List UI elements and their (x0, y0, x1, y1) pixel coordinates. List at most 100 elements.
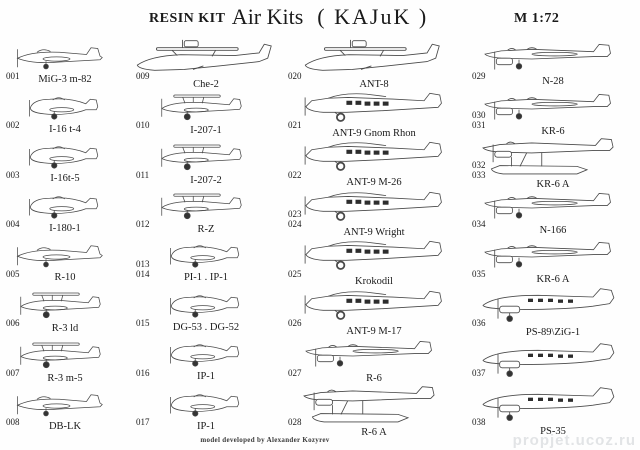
watermark-text: propjet.ucoz.ru (512, 432, 636, 449)
kit-name: KR-6 A (536, 274, 570, 286)
stubby-aircraft-drawing (165, 292, 248, 322)
kit-name: R-3 ld (51, 323, 79, 335)
page-title: Air Kits ( KAJuK ) (232, 4, 428, 30)
kit-name: PS-35 (540, 425, 566, 437)
kit-name: R-Z (197, 224, 215, 236)
twin-aircraft-drawing (480, 92, 626, 126)
biplane-aircraft-drawing (157, 92, 255, 125)
kit-name: Krokodil (355, 276, 393, 288)
kit-name: ANT-9 M-26 (346, 177, 402, 189)
kit-number: 001 (6, 70, 20, 81)
biplane-aircraft-drawing (157, 142, 255, 175)
transport-aircraft-drawing (300, 139, 449, 177)
kit-numbers: 025 (288, 269, 302, 279)
kit-number: 015 (136, 318, 150, 328)
kit-numbers: 034 (472, 219, 486, 229)
kit-name: R-6 A (361, 426, 387, 438)
kit-number: 023 (288, 209, 302, 219)
kit-number: 037 (472, 367, 486, 378)
kit-number: 003 (6, 169, 20, 180)
kit-name: R-3 m-5 (47, 372, 83, 384)
kit-name: KR-6 (541, 125, 565, 137)
kit-entry-005: 005 R-10 (0, 238, 130, 288)
kit-number: 012 (136, 219, 150, 229)
kit-numbers: 012 (136, 219, 150, 229)
page-title-main: Air Kits (231, 4, 304, 29)
kit-name: ANT-9 M-17 (346, 325, 402, 337)
kit-number: 009 (136, 70, 150, 81)
kit-number: 006 (6, 318, 20, 328)
kit-numbers: 037 (472, 368, 486, 378)
resin-kit-label: RESIN KIT (149, 11, 226, 26)
kit-name: PS-89\ZiG-1 (525, 326, 581, 338)
kit-numbers: 022 (288, 170, 302, 180)
kit-numbers: 020 (288, 71, 302, 81)
kit-numbers: 036 (472, 318, 486, 328)
transport-aircraft-drawing (300, 90, 449, 128)
twin-aircraft-drawing (480, 191, 626, 225)
kit-number: 002 (6, 120, 20, 130)
kit-numbers: 035 (472, 269, 486, 279)
kit-name: R-6 (366, 373, 382, 385)
kit-number: 033 (472, 169, 486, 180)
kit-entry-002: 002 I-16 t-4 (0, 90, 130, 140)
kit-name: R-10 (54, 272, 76, 284)
transport-aircraft-drawing (300, 189, 449, 227)
kit-name: ANT-8 (359, 79, 389, 91)
kit-name: N-28 (542, 76, 564, 88)
page-title-paren: ( KAJuK ) (317, 4, 429, 29)
kit-number: 021 (288, 120, 302, 130)
kit-numbers: 026 (288, 318, 302, 328)
kit-number: 014 (136, 268, 150, 279)
biplane-aircraft-drawing (16, 290, 114, 323)
stubby-aircraft-drawing (165, 242, 248, 272)
kit-number: 031 (472, 120, 486, 130)
kit-number: 032 (472, 159, 486, 170)
kit-name: IP-1 (196, 420, 216, 432)
kit-number: 020 (288, 70, 302, 81)
kit-number: 034 (472, 219, 486, 229)
kit-numbers: 001 (6, 71, 20, 81)
kit-numbers: 029 (472, 71, 486, 81)
kit-numbers: 021 (288, 120, 302, 130)
transport-aircraft-drawing (300, 238, 449, 276)
kit-number: 008 (6, 417, 20, 427)
kit-number: 013 (136, 258, 150, 269)
kit-number: 026 (288, 318, 302, 328)
kit-number: 025 (288, 268, 302, 279)
kit-number: 017 (136, 417, 150, 427)
kit-numbers: 009 (136, 71, 150, 81)
kit-name: ANT-9 Gnom Rhon (332, 127, 416, 139)
kit-name: MiG-3 m-82 (38, 74, 92, 86)
biplane-aircraft-drawing (157, 191, 255, 224)
kit-name: I-16 t-4 (49, 123, 81, 135)
flyingboat-aircraft-drawing (300, 39, 448, 79)
fighter-aircraft-drawing (13, 242, 118, 272)
stubby-aircraft-drawing (24, 193, 107, 223)
kit-number: 005 (6, 268, 20, 279)
fighter-aircraft-drawing (13, 391, 118, 421)
kit-number: 016 (136, 367, 150, 378)
flyingboat-aircraft-drawing (132, 39, 280, 79)
twin-aircraft-drawing (480, 42, 626, 76)
kit-numbers: 017 (136, 417, 150, 427)
twin-aircraft-drawing (301, 339, 447, 373)
